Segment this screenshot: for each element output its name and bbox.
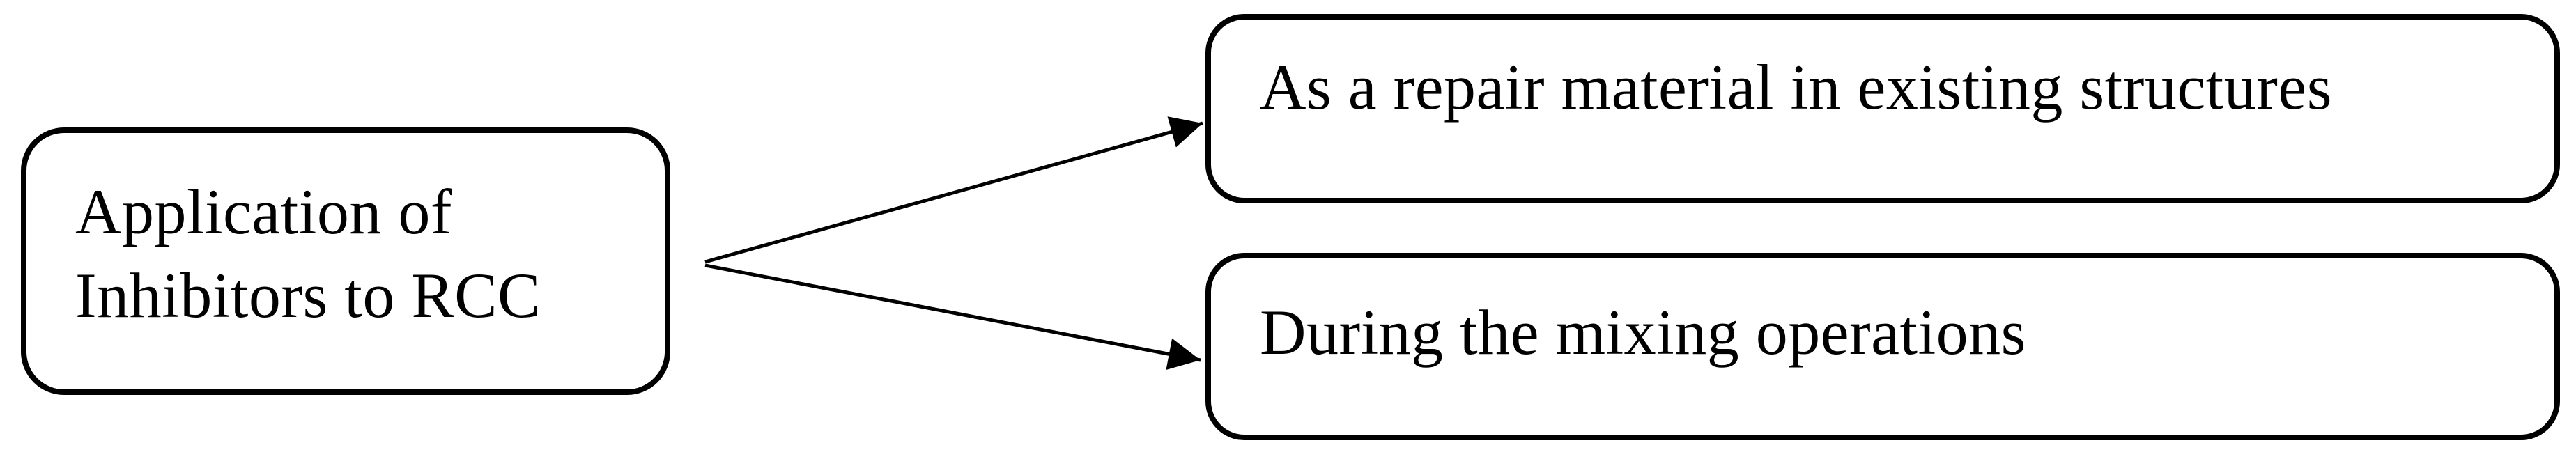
node-repair-material-label: As a repair material in existing structu… [1260, 52, 2333, 123]
node-repair-material: As a repair material in existing structu… [1205, 14, 2560, 203]
arrow-to-repair-material [704, 116, 1203, 264]
node-application-of-inhibitors: Application of Inhibitors to RCC [21, 127, 670, 395]
node-mixing-operations: During the mixing operations [1205, 253, 2560, 440]
node-application-of-inhibitors-label: Application of Inhibitors to RCC [75, 176, 541, 331]
node-mixing-operations-label: During the mixing operations [1260, 296, 2026, 368]
arrow-to-mixing-operations [704, 263, 1201, 370]
